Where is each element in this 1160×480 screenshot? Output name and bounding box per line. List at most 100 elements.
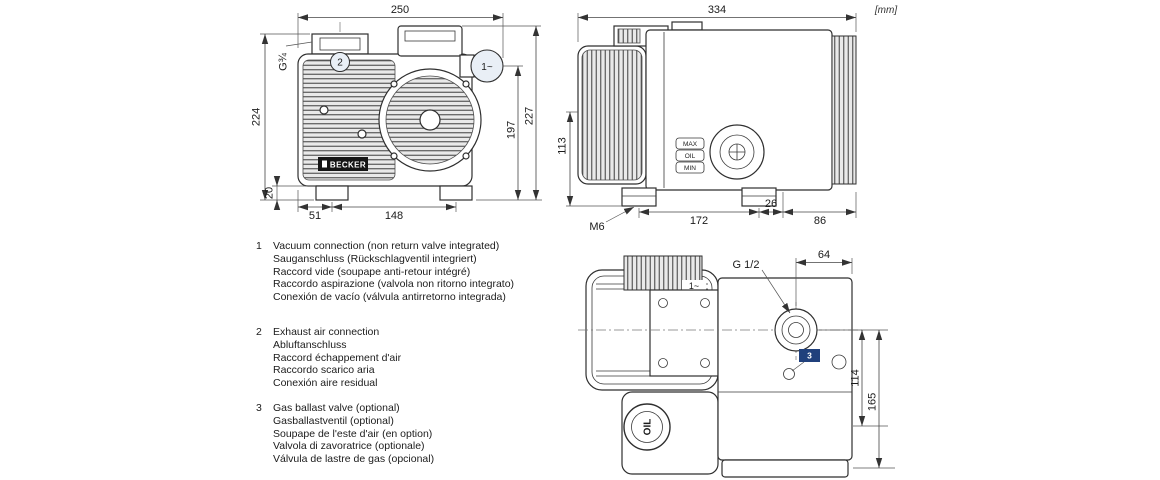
dim-165: 165	[853, 330, 895, 469]
thread-exhaust: G¾	[278, 41, 313, 71]
legend-line: Válvula de lastre de gas (opcional)	[273, 453, 435, 466]
dim-172-label: 172	[690, 215, 708, 227]
dim-172: 172	[638, 208, 760, 227]
m6-label: M6	[589, 221, 604, 233]
dim-26-label: 26	[765, 198, 777, 210]
units-label: [mm]	[874, 5, 897, 16]
foot	[621, 187, 657, 207]
dim-250: 250	[297, 4, 504, 58]
dim-148: 148	[332, 202, 457, 222]
foot	[315, 185, 349, 201]
end-cover-fins	[831, 35, 857, 185]
mounting-flange	[649, 289, 719, 377]
label-m6: M6	[589, 206, 635, 233]
legend-item-number: 3	[256, 401, 262, 414]
oil-max-label: MAX	[683, 141, 698, 148]
screw	[390, 152, 398, 160]
dim-334: 334	[577, 4, 857, 42]
foot	[439, 185, 473, 201]
legend-line: Valvola di zavoratrice (optionale)	[273, 440, 425, 453]
dim-86-label: 86	[814, 215, 826, 227]
becker-logo: BECKER	[318, 157, 368, 171]
legend-line: Raccordo scarico aria	[273, 364, 375, 377]
gas-ballast-valve	[783, 368, 795, 380]
exhaust-callout	[330, 52, 350, 72]
dim-224-label: 224	[251, 108, 263, 126]
becker-logo-mark	[322, 160, 327, 168]
gas-ballast-port	[774, 308, 818, 352]
oil-sight-glass: OIL	[623, 403, 671, 451]
dim-86: 86	[783, 192, 857, 227]
oil-mid-label: OIL	[685, 153, 696, 160]
dim-224: 224	[251, 33, 314, 201]
thread-exhaust-label: G¾	[278, 52, 290, 71]
dim-51-label: 51	[309, 210, 321, 222]
motor-phase-label-top: 1~	[689, 281, 699, 291]
dim-51: 51	[297, 190, 333, 222]
side-port	[831, 354, 847, 370]
side-view: 1~ MAX OIL MIN	[577, 21, 857, 207]
legend-line: Conexión de vacío (válvula antirretorno …	[273, 291, 506, 304]
legend-item-number: 2	[256, 325, 262, 338]
dim-197-label: 197	[506, 121, 518, 139]
label-g12: G 1/2	[733, 259, 791, 314]
motor-fins	[581, 49, 643, 181]
dim-227-label: 227	[524, 107, 536, 125]
legend-line: Raccord échappement d'air	[273, 351, 402, 364]
flange-bolt	[658, 298, 668, 308]
flange-bolt	[700, 358, 710, 368]
gas-ballast-tag	[799, 349, 820, 362]
legend-line: Sauganschluss (Rückschlagventil integrie…	[273, 252, 477, 265]
dim-165-label: 165	[867, 393, 879, 411]
dim-113-label: 113	[557, 137, 569, 155]
gas-ballast-tag-label: 3	[807, 351, 812, 361]
legend-line: Gasballastventil (optional)	[273, 414, 394, 427]
gas-ballast-valve-callout: 3	[783, 349, 820, 380]
legend-line: Raccordo aspirazione (valvola non ritorn…	[273, 278, 515, 291]
oil-sight-label: OIL	[643, 419, 654, 436]
front-view: 1~ 2 BECKER	[297, 22, 504, 201]
legend-line: Abluftanschluss	[273, 338, 347, 351]
g12-label: G 1/2	[733, 259, 760, 271]
screw	[390, 80, 398, 88]
flange-bolt	[700, 298, 710, 308]
legend-line: Vacuum connection (non return valve inte…	[273, 240, 500, 252]
fan-hub	[419, 109, 441, 131]
becker-logo-text: BECKER	[330, 161, 366, 170]
legend-line: Soupape de l'este d'air (en option)	[273, 427, 433, 440]
top-view: 1~ OIL 3	[578, 255, 862, 478]
dim-114-label: 114	[850, 369, 862, 387]
oil-fill-cover	[709, 124, 765, 180]
screw-boss	[319, 105, 329, 115]
vacuum-callout-label: 1~	[481, 62, 493, 73]
screw	[462, 152, 470, 160]
dim-197: 197	[476, 65, 542, 201]
legend: 1 Vacuum connection (non return valve in…	[256, 240, 524, 466]
legend-line: Gas ballast valve (optional)	[273, 401, 400, 414]
dim-20: 20	[264, 176, 316, 210]
legend-item-gas-ballast-valve: 3 Gas ballast valve (optional) Gasballas…	[256, 402, 524, 466]
legend-item-vacuum-connection: 1 Vacuum connection (non return valve in…	[256, 240, 524, 304]
legend-line: Exhaust air connection	[273, 325, 380, 338]
dim-148-label: 148	[385, 210, 403, 222]
dim-64-label: 64	[818, 249, 830, 261]
lifting-lug	[671, 21, 703, 31]
legend-line: Conexión aire residual	[273, 377, 378, 390]
flange-bolt	[658, 358, 668, 368]
legend-line: Raccord vide (soupape anti-retour intégr…	[273, 265, 471, 278]
oil-level-gauge: MAX OIL MIN	[675, 137, 705, 174]
screw-boss	[357, 129, 367, 139]
dim-64: 64	[795, 249, 853, 306]
screw	[462, 80, 470, 88]
dim-334-label: 334	[708, 4, 726, 16]
dim-20-label: 20	[264, 187, 276, 199]
foot	[741, 187, 777, 207]
dim-227: 227	[462, 25, 541, 200]
legend-item-exhaust-connection: 2 Exhaust air connection Abluftanschluss…	[256, 326, 524, 390]
end-cover-band	[721, 459, 849, 478]
dim-113: 113	[557, 111, 622, 207]
dim-250-label: 250	[391, 4, 409, 16]
legend-item-number: 1	[256, 240, 262, 252]
